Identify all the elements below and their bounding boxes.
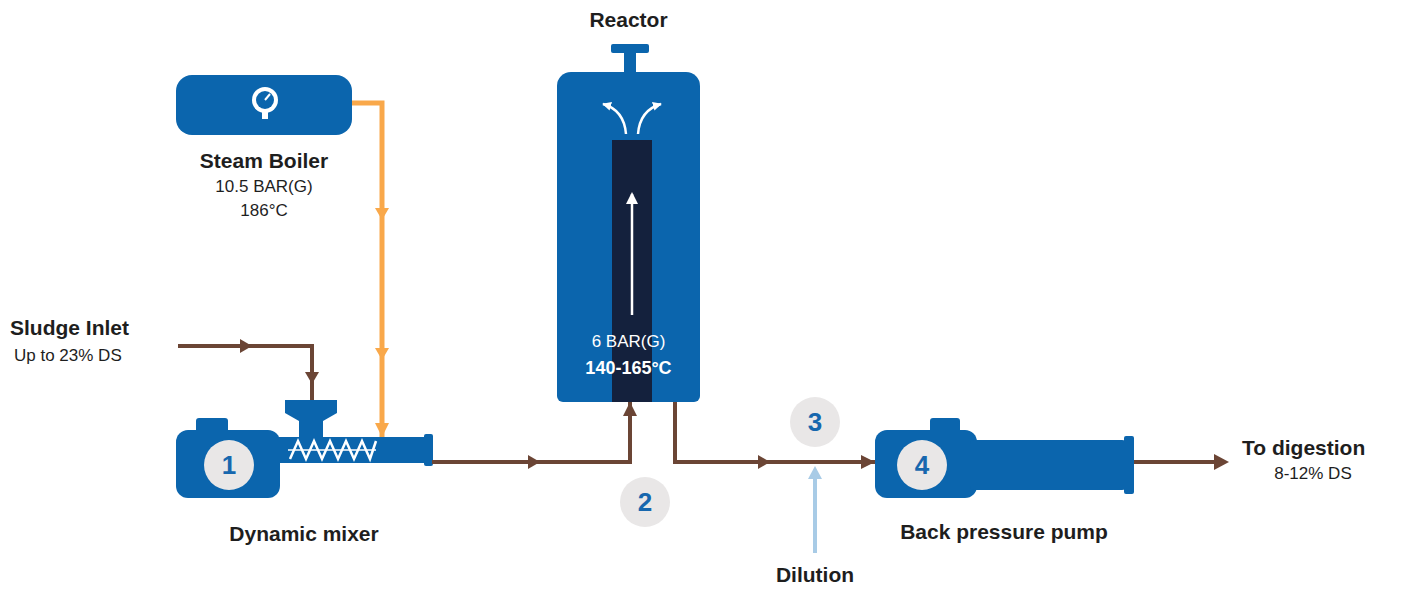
dilution-arrowhead <box>808 466 822 479</box>
boiler-conditions: 10.5 BAR(G) 186°C <box>204 175 324 223</box>
callout-number: 1 <box>204 440 254 490</box>
node-artwork <box>557 72 700 402</box>
inlet-solids: Up to 23% DS <box>14 344 122 368</box>
digestion-outlet-line <box>1134 460 1216 464</box>
callout-number: 4 <box>897 440 947 490</box>
dilution-label: Dilution <box>776 563 854 587</box>
gauge-stem <box>262 112 268 119</box>
mixer-motor <box>176 430 280 498</box>
reactor-valve-stem <box>624 52 636 74</box>
pressure-gauge <box>252 87 278 113</box>
flow-connector <box>675 402 875 462</box>
flow-connector <box>432 402 630 462</box>
steam-boiler: Steam Boiler10.5 BAR(G) 186°C <box>176 75 352 135</box>
overflow-arrow <box>638 104 661 134</box>
overflow-arrow <box>603 104 626 134</box>
mixer-title: Dynamic mixer <box>229 522 378 546</box>
mixer-flange <box>424 434 433 466</box>
dilution-line <box>813 476 817 553</box>
mixer-shaft <box>288 449 376 451</box>
pump-flange <box>1124 436 1134 494</box>
pump-title: Back pressure pump <box>900 520 1108 544</box>
sludge-inlet-line <box>178 346 312 400</box>
outlet-title: To digestion <box>1242 436 1365 460</box>
pump-motor <box>875 430 977 498</box>
flow-arrowhead <box>305 372 319 384</box>
flow-arrowhead <box>240 339 252 353</box>
upflow-arrow <box>631 194 634 315</box>
reactor-vessel: Reactor6 BAR(G)140-165°C <box>557 72 700 402</box>
gauge-dial <box>256 91 274 109</box>
pump-stator <box>970 440 1126 490</box>
node-artwork <box>176 75 352 135</box>
reactor-title: Reactor <box>589 8 667 32</box>
outlet-solids: 8-12% DS <box>1274 462 1351 486</box>
callout-number: 3 <box>790 397 840 447</box>
boiler-title: Steam Boiler <box>200 149 328 173</box>
mixer-tube <box>278 437 426 463</box>
mixer-hopper <box>285 400 337 437</box>
gauge-needle <box>265 94 270 100</box>
callout-number: 2 <box>620 477 670 527</box>
inlet-title: Sludge Inlet <box>10 316 129 340</box>
reactor-temperature: 140-165°C <box>585 356 671 380</box>
reactor-valve <box>611 44 649 53</box>
flow-arrowhead <box>1214 454 1229 470</box>
reactor-pressure: 6 BAR(G) <box>592 330 666 354</box>
upflow-arrowhead <box>626 192 638 204</box>
flow-connector <box>352 103 382 437</box>
